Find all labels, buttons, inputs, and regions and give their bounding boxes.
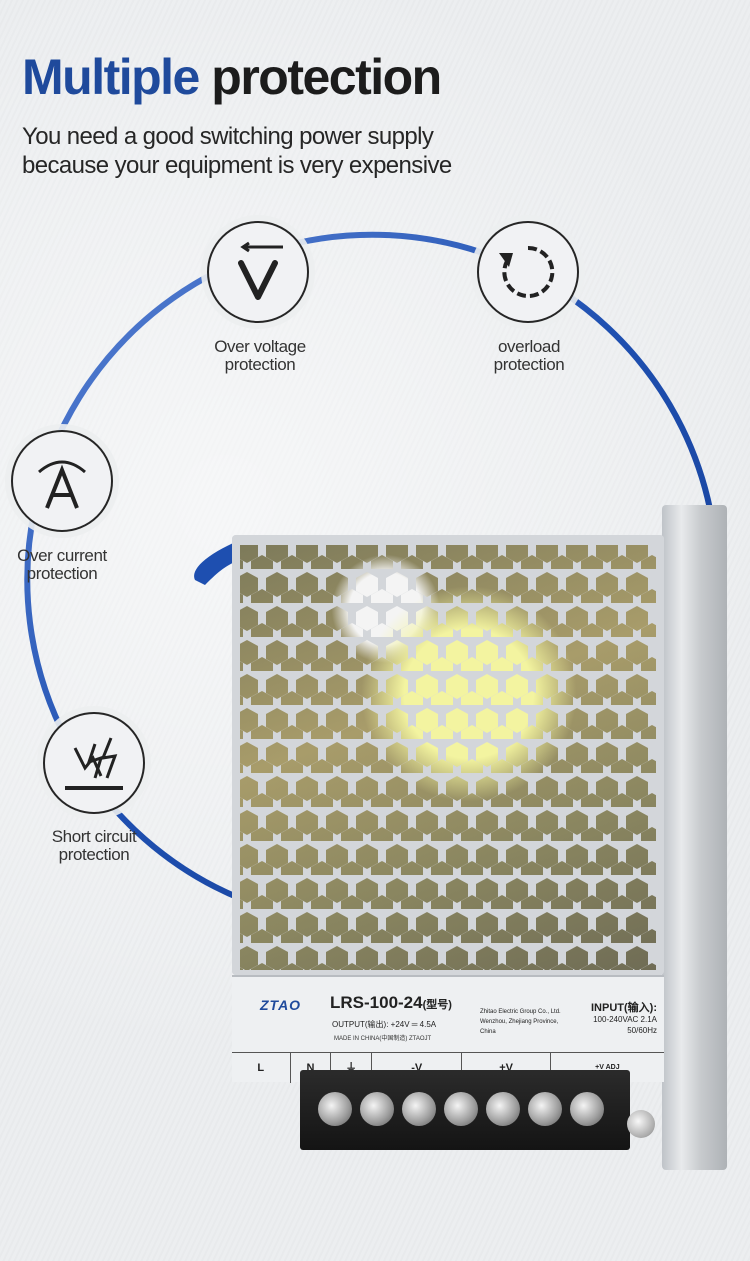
- made-in-text: MADE IN CHINA(中国制造) ZTAOJT: [334, 1036, 432, 1042]
- terminal-screw: [444, 1092, 478, 1126]
- subtitle: You need a good switching power supply b…: [22, 122, 622, 180]
- psu-side-panel: [662, 505, 727, 1170]
- subtitle-line-2: because your equipment is very expensive: [22, 152, 452, 179]
- short-circuit-badge: [43, 712, 145, 814]
- voltage-adjust-knob: [627, 1110, 655, 1138]
- psu-honeycomb-mesh: [232, 535, 664, 975]
- subtitle-line-1: You need a good switching power supply: [22, 123, 434, 150]
- over-voltage-badge: [207, 221, 309, 323]
- over-current-badge: [11, 430, 113, 532]
- over-current-icon: [38, 460, 86, 509]
- overload-badge: [477, 221, 579, 323]
- terminal-block: [300, 1070, 630, 1150]
- brand-logo: ZTAO: [260, 997, 302, 1013]
- output-spec: OUTPUT(输出): +24V ═ 4.5A: [332, 1020, 437, 1029]
- terminal-screw: [360, 1092, 394, 1126]
- company-info: Zhitao Electric Group Co., Ltd. Wenzhou,…: [480, 1009, 561, 1035]
- over-current-label: Over current protection: [17, 546, 107, 583]
- power-supply-image: ZTAO LRS-100-24(型号) OUTPUT(输出): +24V ═ 4…: [232, 505, 727, 1170]
- terminal-label: +V ADJ: [595, 1064, 620, 1071]
- psu-spec-label: ZTAO LRS-100-24(型号) OUTPUT(输出): +24V ═ 4…: [232, 975, 664, 1083]
- title-rest: protection: [211, 49, 442, 105]
- psu-mesh-cover: [232, 535, 664, 975]
- overload-icon: [499, 245, 555, 298]
- page-title: Multiple protection: [22, 49, 442, 105]
- terminal-screw: [486, 1092, 520, 1126]
- over-voltage-icon: [238, 241, 283, 300]
- input-spec: INPUT(输入): 100-240VAC 2.1A 50/60Hz: [591, 1002, 657, 1036]
- terminal-screw: [402, 1092, 436, 1126]
- title-highlight: Multiple: [22, 49, 200, 105]
- model-number: LRS-100-24(型号): [330, 993, 452, 1012]
- terminal-label: -V: [372, 1053, 463, 1083]
- terminal-screw: [318, 1092, 352, 1126]
- short-circuit-icon: [65, 737, 123, 790]
- terminal-label: N: [291, 1053, 332, 1083]
- terminal-screw: [528, 1092, 562, 1126]
- short-circuit-label: Short circuit protection: [51, 827, 137, 864]
- terminal-label: ⏚: [331, 1053, 373, 1083]
- terminal-screw: [570, 1092, 604, 1126]
- terminal-label: L: [232, 1053, 291, 1083]
- over-voltage-label: Over voltage protection: [214, 337, 306, 374]
- overload-label: overload protection: [493, 337, 565, 374]
